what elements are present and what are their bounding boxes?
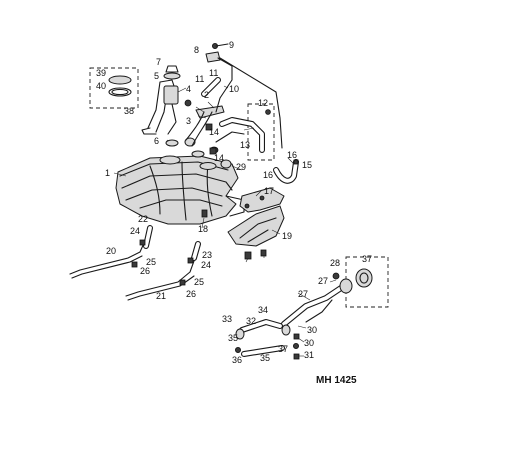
group-box-38 <box>345 256 389 308</box>
callout: 14 <box>209 127 219 137</box>
callout: 37 <box>278 344 288 354</box>
fuel-tank <box>115 155 245 225</box>
callout: 3 <box>186 116 191 126</box>
callout: 33 <box>222 314 232 324</box>
callout: 26 <box>140 266 150 276</box>
locking-ring-and-seal <box>108 75 132 97</box>
filler-hose <box>235 319 291 340</box>
vent-pipe <box>184 77 221 107</box>
fuel-pump-sender <box>141 65 181 135</box>
rollover-valve <box>205 43 229 63</box>
callout: 36 <box>232 355 242 365</box>
callout: 27 <box>318 276 328 286</box>
callout: 14 <box>214 153 224 163</box>
breather-hose <box>215 57 233 113</box>
callout: 39 <box>96 68 106 78</box>
heat-shield <box>239 187 285 213</box>
strainer <box>165 137 196 147</box>
callout: 2 <box>204 90 209 100</box>
callout: 27 <box>298 289 308 299</box>
undertray-bracket <box>227 205 285 247</box>
mounting-bolts <box>201 209 267 260</box>
callout: 32 <box>246 316 256 326</box>
callout: 8 <box>194 45 199 55</box>
callout: 16 <box>287 150 297 160</box>
callout: 6 <box>154 136 159 146</box>
callout: 7 <box>156 57 161 67</box>
callout: 1 <box>105 168 110 178</box>
callout: 4 <box>186 84 191 94</box>
group-box-39-41 <box>89 67 139 109</box>
callout: 19 <box>282 231 292 241</box>
callout: 24 <box>201 260 211 270</box>
callout: 12 <box>258 98 268 108</box>
callout: 31 <box>304 350 314 360</box>
callout: 11 <box>209 68 218 78</box>
callout: 15 <box>302 160 312 170</box>
callout-numbers: 1 2 3 4 5 6 7 8 9 10 11 11 12 13 14 14 1… <box>96 40 372 365</box>
callout: 37 <box>362 254 372 264</box>
breather-hose-2 <box>219 57 283 149</box>
callout: 13 <box>240 140 250 150</box>
callout: 25 <box>146 257 156 267</box>
callout: 29 <box>236 162 246 172</box>
vent-hose <box>273 159 299 184</box>
callout: 21 <box>156 291 166 301</box>
callout: 11 <box>195 74 204 84</box>
group-box-12 <box>247 103 275 161</box>
leader-lines <box>113 85 337 357</box>
tank-strap-left <box>69 225 153 279</box>
reference-code: MH 1425 <box>316 375 357 386</box>
callout: 26 <box>186 289 196 299</box>
callout: 35 <box>228 333 238 343</box>
callout: 5 <box>154 71 159 81</box>
callout: 30 <box>307 325 317 335</box>
tank-strap-right <box>125 241 201 301</box>
callout: 30 <box>304 338 314 348</box>
callout: 28 <box>330 258 340 268</box>
pipe-clips <box>205 123 232 169</box>
breather-pipe-lower <box>234 333 300 360</box>
callout: 20 <box>106 246 116 256</box>
callout: 16 <box>263 170 273 180</box>
callout: 24 <box>130 226 140 236</box>
callout: 22 <box>138 214 148 224</box>
callout: 40 <box>96 81 106 91</box>
callout: 34 <box>258 305 268 315</box>
callout: 18 <box>198 224 208 234</box>
pipe-set <box>215 109 271 153</box>
callout: 38 <box>124 106 134 116</box>
callout: 10 <box>229 84 239 94</box>
callout: 23 <box>202 250 212 260</box>
filler-neck-assembly <box>281 268 373 327</box>
callout: 25 <box>194 277 204 287</box>
callout: 35 <box>260 353 270 363</box>
callout: 9 <box>229 40 234 50</box>
callout: 17 <box>264 186 274 196</box>
